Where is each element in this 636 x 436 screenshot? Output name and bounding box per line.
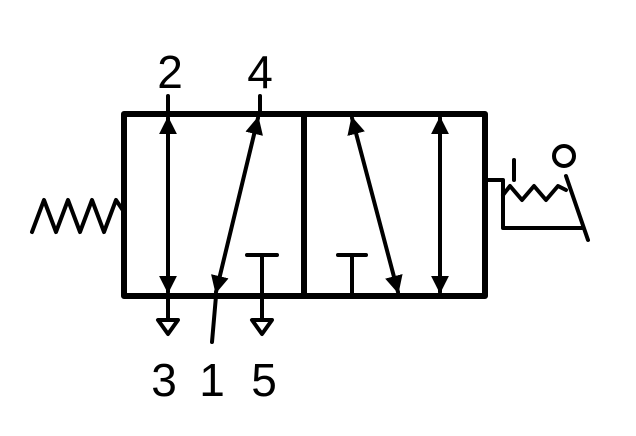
- port-label-2: 2: [157, 46, 183, 98]
- port-label-4: 4: [247, 46, 273, 98]
- flow-arrow-1-4: [211, 116, 263, 294]
- port-label-5: 5: [251, 354, 277, 406]
- port-label-3: 3: [151, 354, 177, 406]
- roller-lever-icon: [483, 144, 590, 242]
- spring-icon: [30, 198, 126, 234]
- blocked-port-5-icon: [245, 253, 279, 298]
- exhaust-3-icon: [156, 294, 180, 336]
- exhaust-5-icon: [250, 294, 274, 336]
- port-1-supply-line: [210, 294, 218, 344]
- left-position-box: [159, 116, 279, 298]
- blocked-port-3-icon: [336, 253, 368, 298]
- flow-arrow-4-5: [347, 116, 403, 294]
- port-label-1: 1: [199, 354, 225, 406]
- right-position-box: [336, 116, 449, 298]
